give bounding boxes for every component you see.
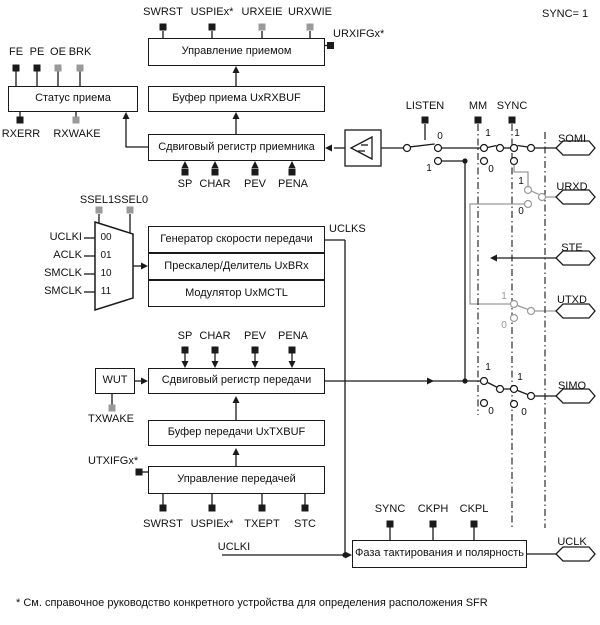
uclki-bottom-label: UCLKI (217, 541, 251, 553)
fe-label: FE (8, 46, 24, 58)
listen-label: LISTEN (405, 100, 445, 112)
sync-label: SYNC (496, 100, 528, 112)
sfr-footnote: * См. справочное руководство конкретного… (16, 597, 488, 609)
clock-phase-polarity-box: Фаза тактирования и полярность (352, 540, 527, 568)
simo-pin (555, 388, 596, 404)
urxeie-label: URXEIE (241, 6, 283, 18)
rx-pena-label: PENA (278, 178, 308, 190)
listen-pos1-label: 1 (426, 163, 432, 174)
urxd-pos1-label: 1 (518, 176, 524, 187)
simo-pin-label: SIMO (557, 380, 587, 392)
urxd-pin (555, 189, 596, 205)
mm-rx-pos0-label: 0 (488, 164, 494, 175)
somi-pin-label: SOMI (557, 133, 587, 145)
black-wires (15, 31, 556, 556)
modulator-box: Модулятор UxMCTL (148, 280, 325, 307)
utxd-pos0-label: 0 (501, 320, 507, 331)
ste-pin (555, 250, 596, 266)
mux-code-01: 01 (100, 250, 112, 261)
phase-sync-label: SYNC (374, 503, 406, 515)
receive-status-box: Статус приема (8, 86, 138, 112)
sync-tx-pos1-label: 1 (517, 372, 523, 383)
uspie-bottom-label: USPIEx* (190, 518, 234, 530)
pin-symbols (555, 140, 596, 562)
txept-label: TXEPT (244, 518, 280, 530)
ssel1-label: SSEL1 (79, 194, 115, 206)
listen-pos0-label: 0 (437, 131, 443, 142)
mm-tx-pos0-label: 0 (488, 406, 494, 417)
swrst-bottom-label: SWRST (143, 518, 183, 530)
transmit-control-box: Управление передачей (148, 466, 325, 494)
mm-label: MM (468, 100, 488, 112)
urxd-pin-label: URXD (556, 181, 588, 193)
urxifg-label: URXIFGx* (333, 28, 385, 40)
sync-tx-pos0-label: 0 (521, 407, 527, 418)
uclks-label: UCLKS (329, 223, 366, 235)
connection-pads-gray (54, 23, 314, 412)
tx-sp-label: SP (177, 330, 193, 342)
tx-char-label: CHAR (199, 330, 231, 342)
mm-rx-pos1-label: 1 (485, 128, 491, 139)
mux-code-10: 10 (100, 268, 112, 279)
connection-pads-dark (12, 23, 516, 528)
transmit-shift-register-box: Сдвиговый регистр передачи (148, 368, 325, 394)
mode-dashed-lines (477, 124, 546, 528)
clock-mux-shape (94, 220, 134, 312)
prescaler-divider-box: Прескалер/Делитель UxBRx (148, 253, 325, 280)
receive-shift-register-box: Сдвиговый регистр приемника (148, 134, 325, 161)
swrst-top-label: SWRST (143, 6, 183, 18)
oe-label: OE (50, 46, 66, 58)
tx-pev-label: PEV (243, 330, 267, 342)
tx-pena-label: PENA (278, 330, 308, 342)
clock-source-aclk-label: ACLK (53, 249, 82, 261)
utxifg-label: UTXIFGx* (88, 455, 139, 467)
clock-source-smclk1-label: SMCLK (44, 267, 82, 279)
junction-dots (342, 158, 468, 558)
mux-code-00: 00 (100, 232, 112, 243)
rx-pev-label: PEV (243, 178, 267, 190)
ckph-label: CKPH (417, 503, 449, 515)
utxd-pin (555, 303, 596, 319)
wut-box: WUT (95, 368, 135, 394)
txwake-label: TXWAKE (87, 413, 135, 425)
receive-control-box: Управление приемом (148, 38, 325, 66)
uclk-pin-label: UCLK (557, 536, 587, 548)
inactive-gray-wires (469, 164, 556, 312)
switch-contacts (402, 143, 536, 409)
uspie-top-label: USPIEx* (190, 6, 234, 18)
urxd-pos0-label: 0 (518, 206, 524, 217)
urxwie-label: URXWIE (288, 6, 332, 18)
rxerr-label: RXERR (1, 128, 41, 140)
switch-contacts-gray (509, 185, 547, 323)
receive-buffer-box: Буфер приема UxRXBUF (148, 86, 325, 112)
ste-pin-label: STE (561, 242, 583, 254)
baud-rate-generator-box: Генератор скорости передачи (148, 226, 325, 253)
utxd-pin-label: UTXD (557, 294, 587, 306)
mux-code-11: 11 (100, 286, 112, 297)
ckpl-label: CKPL (459, 503, 489, 515)
ssel0-label: SSEL0 (113, 194, 149, 206)
sync-rx-pos1-label: 1 (514, 128, 520, 139)
mm-tx-pos1-label: 1 (485, 362, 491, 373)
sync-mode-note: SYNC= 1 (542, 8, 589, 20)
clock-source-smclk2-label: SMCLK (44, 285, 82, 297)
uclk-pin (555, 546, 596, 562)
clock-source-uclki-label: UCLKI (49, 231, 82, 243)
brk-label: BRK (68, 46, 92, 58)
stc-label: STC (294, 518, 316, 530)
transmit-buffer-box: Буфер передачи UxTXBUF (148, 420, 325, 446)
somi-pin (555, 140, 596, 156)
utxd-pos1-label: 1 (501, 291, 507, 302)
rx-char-label: CHAR (199, 178, 231, 190)
input-buffer-symbol (344, 129, 382, 167)
rx-sp-label: SP (177, 178, 193, 190)
pe-label: PE (29, 46, 45, 58)
rxwake-label: RXWAKE (53, 128, 101, 140)
